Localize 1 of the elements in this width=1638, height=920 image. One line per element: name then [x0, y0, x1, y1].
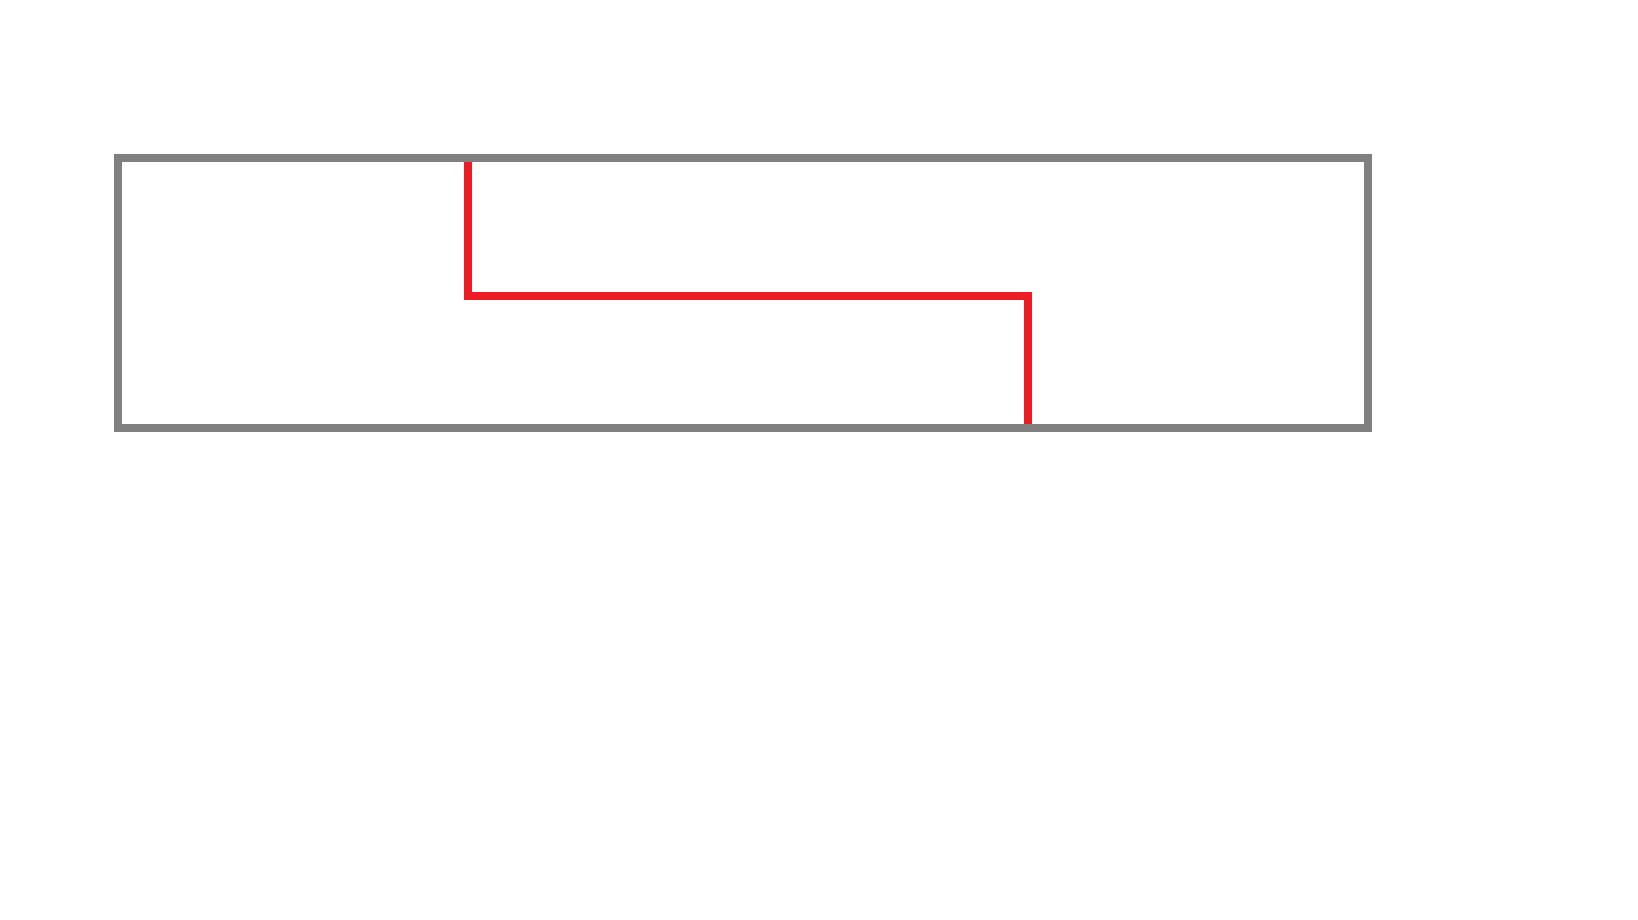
- rectangle-frame: [114, 154, 1372, 432]
